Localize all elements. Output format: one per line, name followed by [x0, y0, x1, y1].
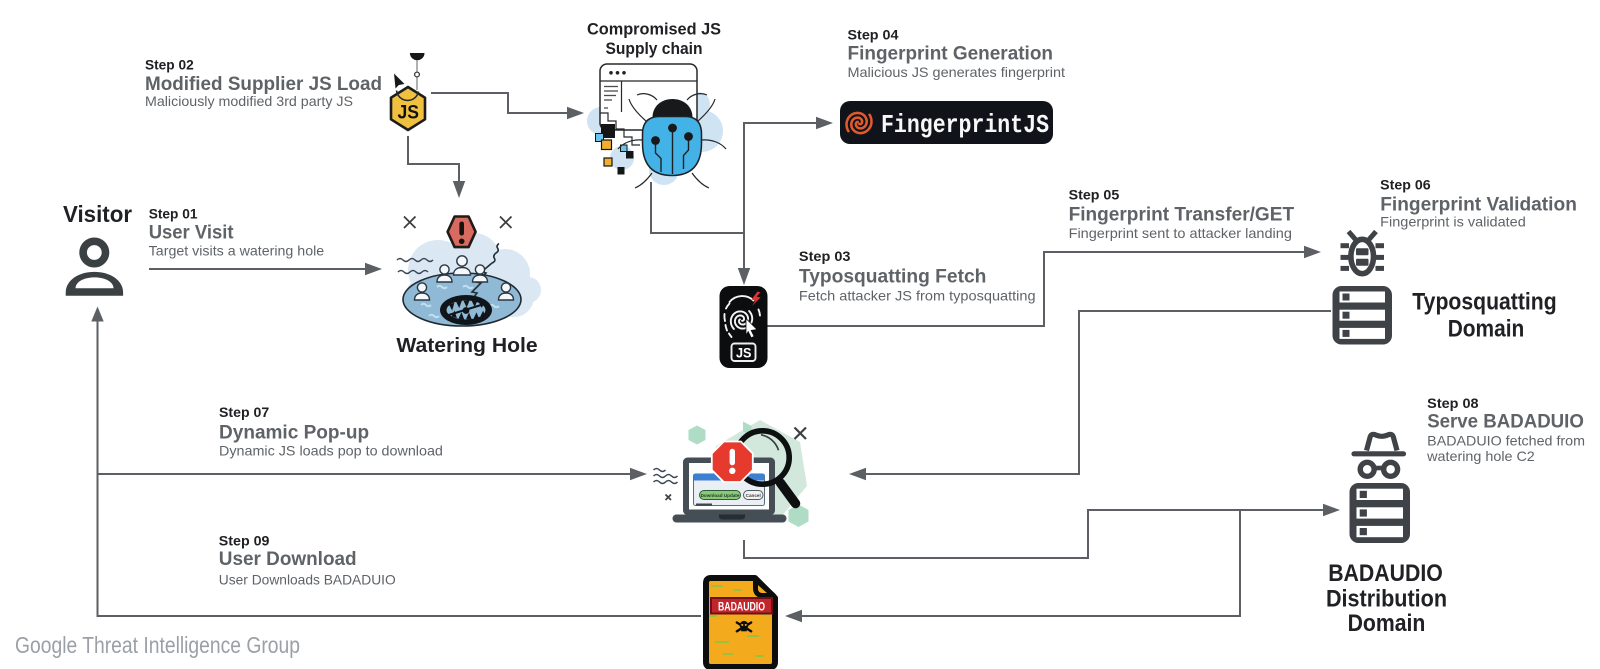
svg-text:Download Update: Download Update [701, 493, 740, 498]
svg-text:Maliciously modified 3rd party: Maliciously modified 3rd party JS [145, 93, 353, 109]
svg-text:User Downloads BADADUIO: User Downloads BADADUIO [219, 571, 396, 587]
svg-text:Step 07: Step 07 [219, 404, 269, 420]
svg-text:Dynamic Pop-up: Dynamic Pop-up [219, 422, 369, 444]
svg-text:Step 05: Step 05 [1069, 186, 1120, 202]
svg-text:Dynamic JS loads pop to downlo: Dynamic JS loads pop to download [219, 442, 443, 458]
svg-text:Fingerprint sent to attacker l: Fingerprint sent to attacker landing [1069, 225, 1292, 241]
svg-text:Compromised JS: Compromised JS [587, 19, 721, 38]
svg-text:Malicious JS generates fingerp: Malicious JS generates fingerprint [848, 64, 1066, 80]
svg-text:Step 06: Step 06 [1380, 177, 1431, 193]
svg-text:Target visits a watering hole: Target visits a watering hole [149, 243, 325, 259]
svg-text:Fingerprint is validated: Fingerprint is validated [1380, 214, 1526, 230]
svg-text:Step 09: Step 09 [219, 532, 270, 548]
svg-text:Domain: Domain [1448, 316, 1525, 343]
svg-text:watering hole C2: watering hole C2 [1426, 448, 1535, 464]
svg-text:Watering Hole: Watering Hole [396, 334, 537, 357]
svg-text:Step 02: Step 02 [145, 57, 194, 73]
svg-text:User Download: User Download [219, 548, 357, 570]
svg-text:Fingerprint Generation: Fingerprint Generation [848, 43, 1054, 65]
svg-text:BADAUDIO: BADAUDIO [718, 600, 765, 614]
svg-text:Typosquatting: Typosquatting [1412, 288, 1556, 315]
svg-text:Visitor: Visitor [63, 201, 132, 227]
svg-text:Step 08: Step 08 [1427, 395, 1479, 411]
svg-text:Supply chain: Supply chain [606, 39, 703, 58]
svg-text:BADAUDIO: BADAUDIO [1328, 560, 1443, 587]
svg-text:User Visit: User Visit [149, 221, 234, 243]
svg-text:Google Threat Intelligence Gro: Google Threat Intelligence Group [15, 632, 300, 658]
svg-text:Cancel: Cancel [746, 493, 761, 498]
svg-text:JS: JS [736, 345, 752, 361]
svg-text:Step 04: Step 04 [848, 27, 899, 43]
svg-text:Fingerprint Transfer/GET: Fingerprint Transfer/GET [1069, 204, 1295, 226]
svg-text:Step 03: Step 03 [799, 248, 851, 264]
svg-text:JS: JS [398, 102, 420, 124]
svg-text:Modified Supplier JS Load: Modified Supplier JS Load [145, 73, 382, 95]
svg-text:Distribution: Distribution [1326, 585, 1447, 612]
svg-text:Fingerprint Validation: Fingerprint Validation [1380, 194, 1577, 216]
svg-text:Step 01: Step 01 [149, 205, 198, 221]
svg-text:Serve BADADUIO: Serve BADADUIO [1427, 411, 1584, 433]
svg-text:Fetch attacker JS from typosqu: Fetch attacker JS from typosquatting [799, 288, 1036, 304]
svg-text:FingerprintJS: FingerprintJS [881, 110, 1049, 140]
svg-text:BADADUIO fetched from: BADADUIO fetched from [1427, 433, 1585, 449]
svg-text:Typosquatting Fetch: Typosquatting Fetch [799, 266, 987, 288]
svg-text:Domain: Domain [1348, 610, 1426, 637]
